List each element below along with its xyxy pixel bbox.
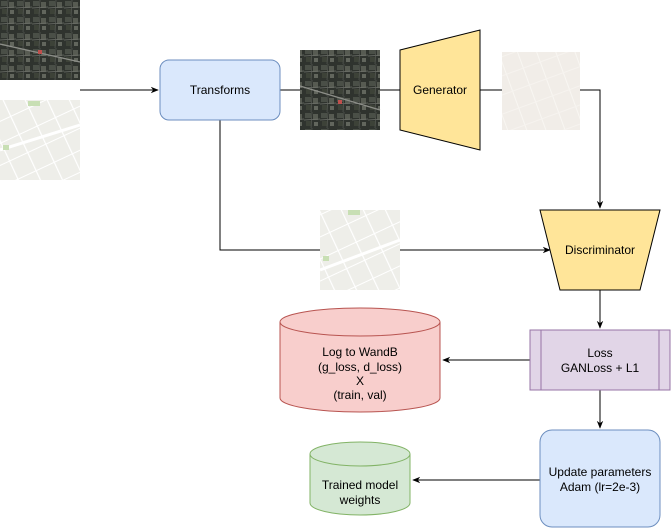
update-parameters-node: Update parameters Adam (lr=2e-3): [539, 429, 661, 528]
wandb-line-3: X: [356, 374, 364, 388]
discriminator-node: Discriminator: [539, 209, 661, 291]
discriminator-label: Discriminator: [565, 243, 635, 257]
update-subtitle: Adam (lr=2e-3): [560, 480, 640, 494]
loss-node: Loss GANLoss + L1: [529, 329, 671, 391]
image-thumbnails: [0, 0, 580, 290]
generator-node: Generator: [399, 29, 481, 151]
update-title: Update parameters: [549, 465, 652, 479]
wandb-line-1: Log to WandB: [322, 345, 398, 359]
wandb-log-node: Log to WandB (g_loss, d_loss) X (train, …: [279, 307, 441, 413]
transforms-node: Transforms: [159, 59, 281, 121]
transformed-satellite-image: [299, 50, 381, 130]
wandb-line-4: (train, val): [333, 388, 386, 402]
arrow-transforms-to-discriminator: [219, 120, 551, 254]
weights-line-2: weights: [339, 493, 381, 507]
input-satellite-image: [0, 0, 81, 80]
generated-map-image: [502, 52, 580, 130]
trained-weights-node: Trained model weights: [309, 441, 411, 516]
input-map-image: [0, 100, 81, 180]
loss-subtitle: GANLoss + L1: [561, 361, 640, 375]
wandb-line-2: (g_loss, d_loss): [318, 360, 402, 374]
generator-label: Generator: [413, 83, 467, 97]
loss-title: Loss: [587, 346, 612, 360]
target-map-image: [319, 210, 401, 290]
weights-line-1: Trained model: [322, 478, 398, 492]
transforms-label: Transforms: [190, 83, 250, 97]
